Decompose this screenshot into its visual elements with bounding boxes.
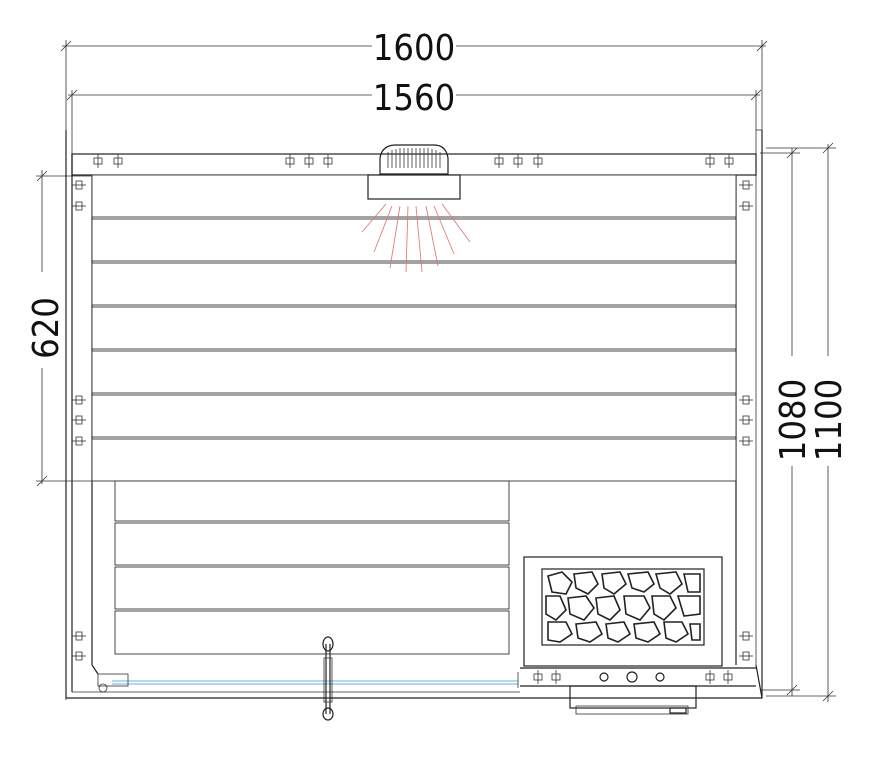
sauna-heater-stones-icon [523,556,723,667]
clip-top [513,154,523,168]
control-panel-icon [569,671,697,715]
inner-depth-label: 1080 [773,379,814,461]
upper-bench [91,174,737,482]
clip-left [72,631,86,641]
clip-top [494,154,504,168]
clip-right [739,436,753,446]
dimension-inner-depth: 1080 [760,147,814,696]
clip-top [533,154,543,168]
clip-top [323,154,333,168]
clip-right [739,395,753,405]
clip-top [285,154,295,168]
dimension-inner-width: 1560 [66,78,762,175]
outer-width-label: 1600 [373,28,455,69]
clip-bottom [723,670,733,684]
clip-bottom [551,670,561,684]
ceiling-lamp-icon [361,144,471,273]
clip-bottom [705,670,715,684]
bench-depth-label: 620 [26,297,67,359]
dimension-outer-depth: 1100 [766,142,850,702]
clip-right [739,631,753,641]
heater-stones [545,571,701,643]
clip-top [705,154,715,168]
lamp-grille [387,148,441,168]
clip-top [304,154,314,168]
outer-depth-label: 1100 [809,379,850,461]
clip-right [739,180,753,190]
clip-top [93,154,103,168]
clip-left [72,201,86,211]
inner-width-label: 1560 [373,78,455,119]
clip-right [739,415,753,425]
clip-left [72,651,86,661]
clip-top [113,154,123,168]
clip-left [72,415,86,425]
clip-right [739,201,753,211]
heat-rays [361,203,471,273]
clip-left [72,180,86,190]
glass-door [97,672,519,693]
clip-left [72,395,86,405]
lower-bench [114,480,510,655]
clip-top [724,154,734,168]
wall-clips [72,154,753,684]
clip-left [72,436,86,446]
clip-bottom [533,670,543,684]
door-handle-icon [322,636,334,721]
clip-right [739,651,753,661]
dimension-bench-depth: 620 [26,170,92,487]
